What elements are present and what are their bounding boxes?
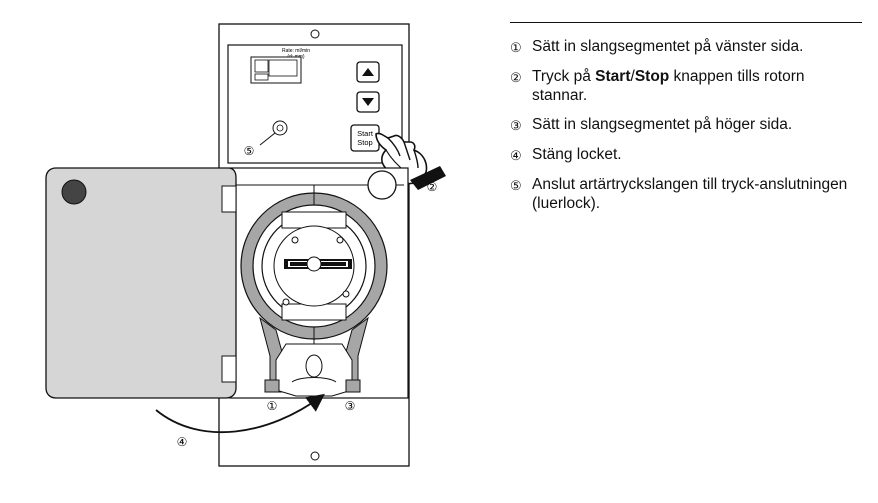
stop-keyword: Stop xyxy=(634,68,670,85)
marker-5: ⑤ xyxy=(244,144,255,158)
arrow-up-icon xyxy=(362,68,374,76)
step-text: Anslut artärtryckslangen till tryck-ansl… xyxy=(532,176,848,212)
start-keyword: Start xyxy=(595,68,631,85)
step-number: ② xyxy=(510,70,522,85)
instruction-step-5: ⑤ Anslut artärtryckslangen till tryck-an… xyxy=(510,175,862,213)
step-number: ④ xyxy=(510,148,522,163)
pump-rotor xyxy=(261,211,367,321)
instruction-step-3: ③ Sätt in slangsegmentet på höger sida. xyxy=(510,115,862,135)
svg-text:Stop: Stop xyxy=(357,138,372,147)
marker-4: ④ xyxy=(177,435,188,449)
tube-slot-right xyxy=(345,379,361,393)
arrow-down-icon xyxy=(362,98,374,106)
lid-knob xyxy=(61,179,87,205)
start-stop-button[interactable]: Start Stop xyxy=(350,124,380,152)
instruction-list: ① Sätt in slangsegmentet på vänster sida… xyxy=(510,22,862,223)
lid-hinge-bottom xyxy=(221,355,237,383)
instruction-step-1: ① Sätt in slangsegmentet på vänster sida… xyxy=(510,37,862,57)
step-number: ① xyxy=(510,40,522,55)
rotor-release-knob[interactable] xyxy=(367,170,397,200)
tube-slot-left xyxy=(264,379,280,393)
close-lid-arrow xyxy=(155,393,325,434)
step-number: ③ xyxy=(510,118,522,133)
instruction-step-4: ④ Stäng locket. xyxy=(510,145,862,165)
step-text: Tryck på Start/Stop knappen tills rotorn… xyxy=(532,68,805,104)
step-text: Stäng locket. xyxy=(532,146,622,163)
step-text: Sätt in slangsegmentet på höger sida. xyxy=(532,116,793,133)
increase-button[interactable] xyxy=(356,61,380,83)
pump-lid[interactable] xyxy=(45,167,237,399)
svg-text:Start: Start xyxy=(357,129,374,138)
step-text: Sätt in slangsegmentet på vänster sida. xyxy=(532,38,804,55)
bottom-screw xyxy=(310,451,320,461)
instruction-step-2: ② Tryck på Start/Stop knappen tills roto… xyxy=(510,67,862,105)
display-label: Rate: ml/min xyxy=(282,48,310,54)
lid-hinge-top xyxy=(221,185,237,213)
marker-3: ③ xyxy=(345,399,356,413)
step-number: ⑤ xyxy=(510,178,522,193)
marker-1: ① xyxy=(267,399,278,413)
top-screw xyxy=(310,29,320,39)
decrease-button[interactable] xyxy=(356,91,380,113)
pump-illustration: Rate: ml/min (d: mm) ⑤ Start Stop ② xyxy=(45,23,446,467)
marker-2: ② xyxy=(427,180,438,194)
